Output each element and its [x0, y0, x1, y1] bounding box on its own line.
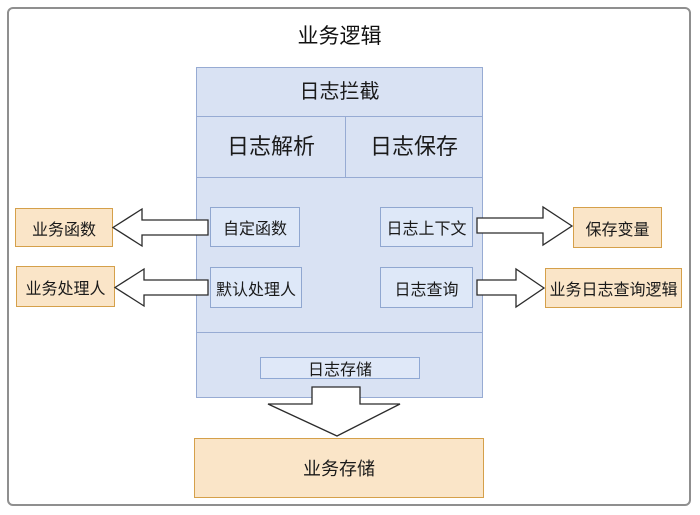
- business-function-box: 业务函数: [15, 208, 113, 247]
- log-storage-box: 日志存储: [260, 357, 420, 379]
- custom-function-box: 自定函数: [210, 207, 300, 247]
- business-log-query-logic-box: 业务日志查询逻辑: [545, 268, 682, 308]
- business-storage-box: 业务存储: [194, 438, 484, 498]
- log-context-box: 日志上下文: [380, 207, 473, 247]
- log-parse-cell: 日志解析: [197, 117, 346, 177]
- log-save-cell: 日志保存: [369, 134, 458, 159]
- save-variable-box: 保存变量: [573, 207, 662, 248]
- log-interceptor-header: 日志拦截: [197, 68, 482, 117]
- default-handler-box: 默认处理人: [210, 267, 302, 308]
- storage-section: [197, 332, 482, 397]
- business-handler-box: 业务处理人: [16, 266, 115, 307]
- interceptor-columns: 日志解析 日志保存: [197, 117, 482, 178]
- diagram-title: 业务逻辑: [297, 25, 382, 48]
- log-query-box: 日志查询: [380, 267, 473, 308]
